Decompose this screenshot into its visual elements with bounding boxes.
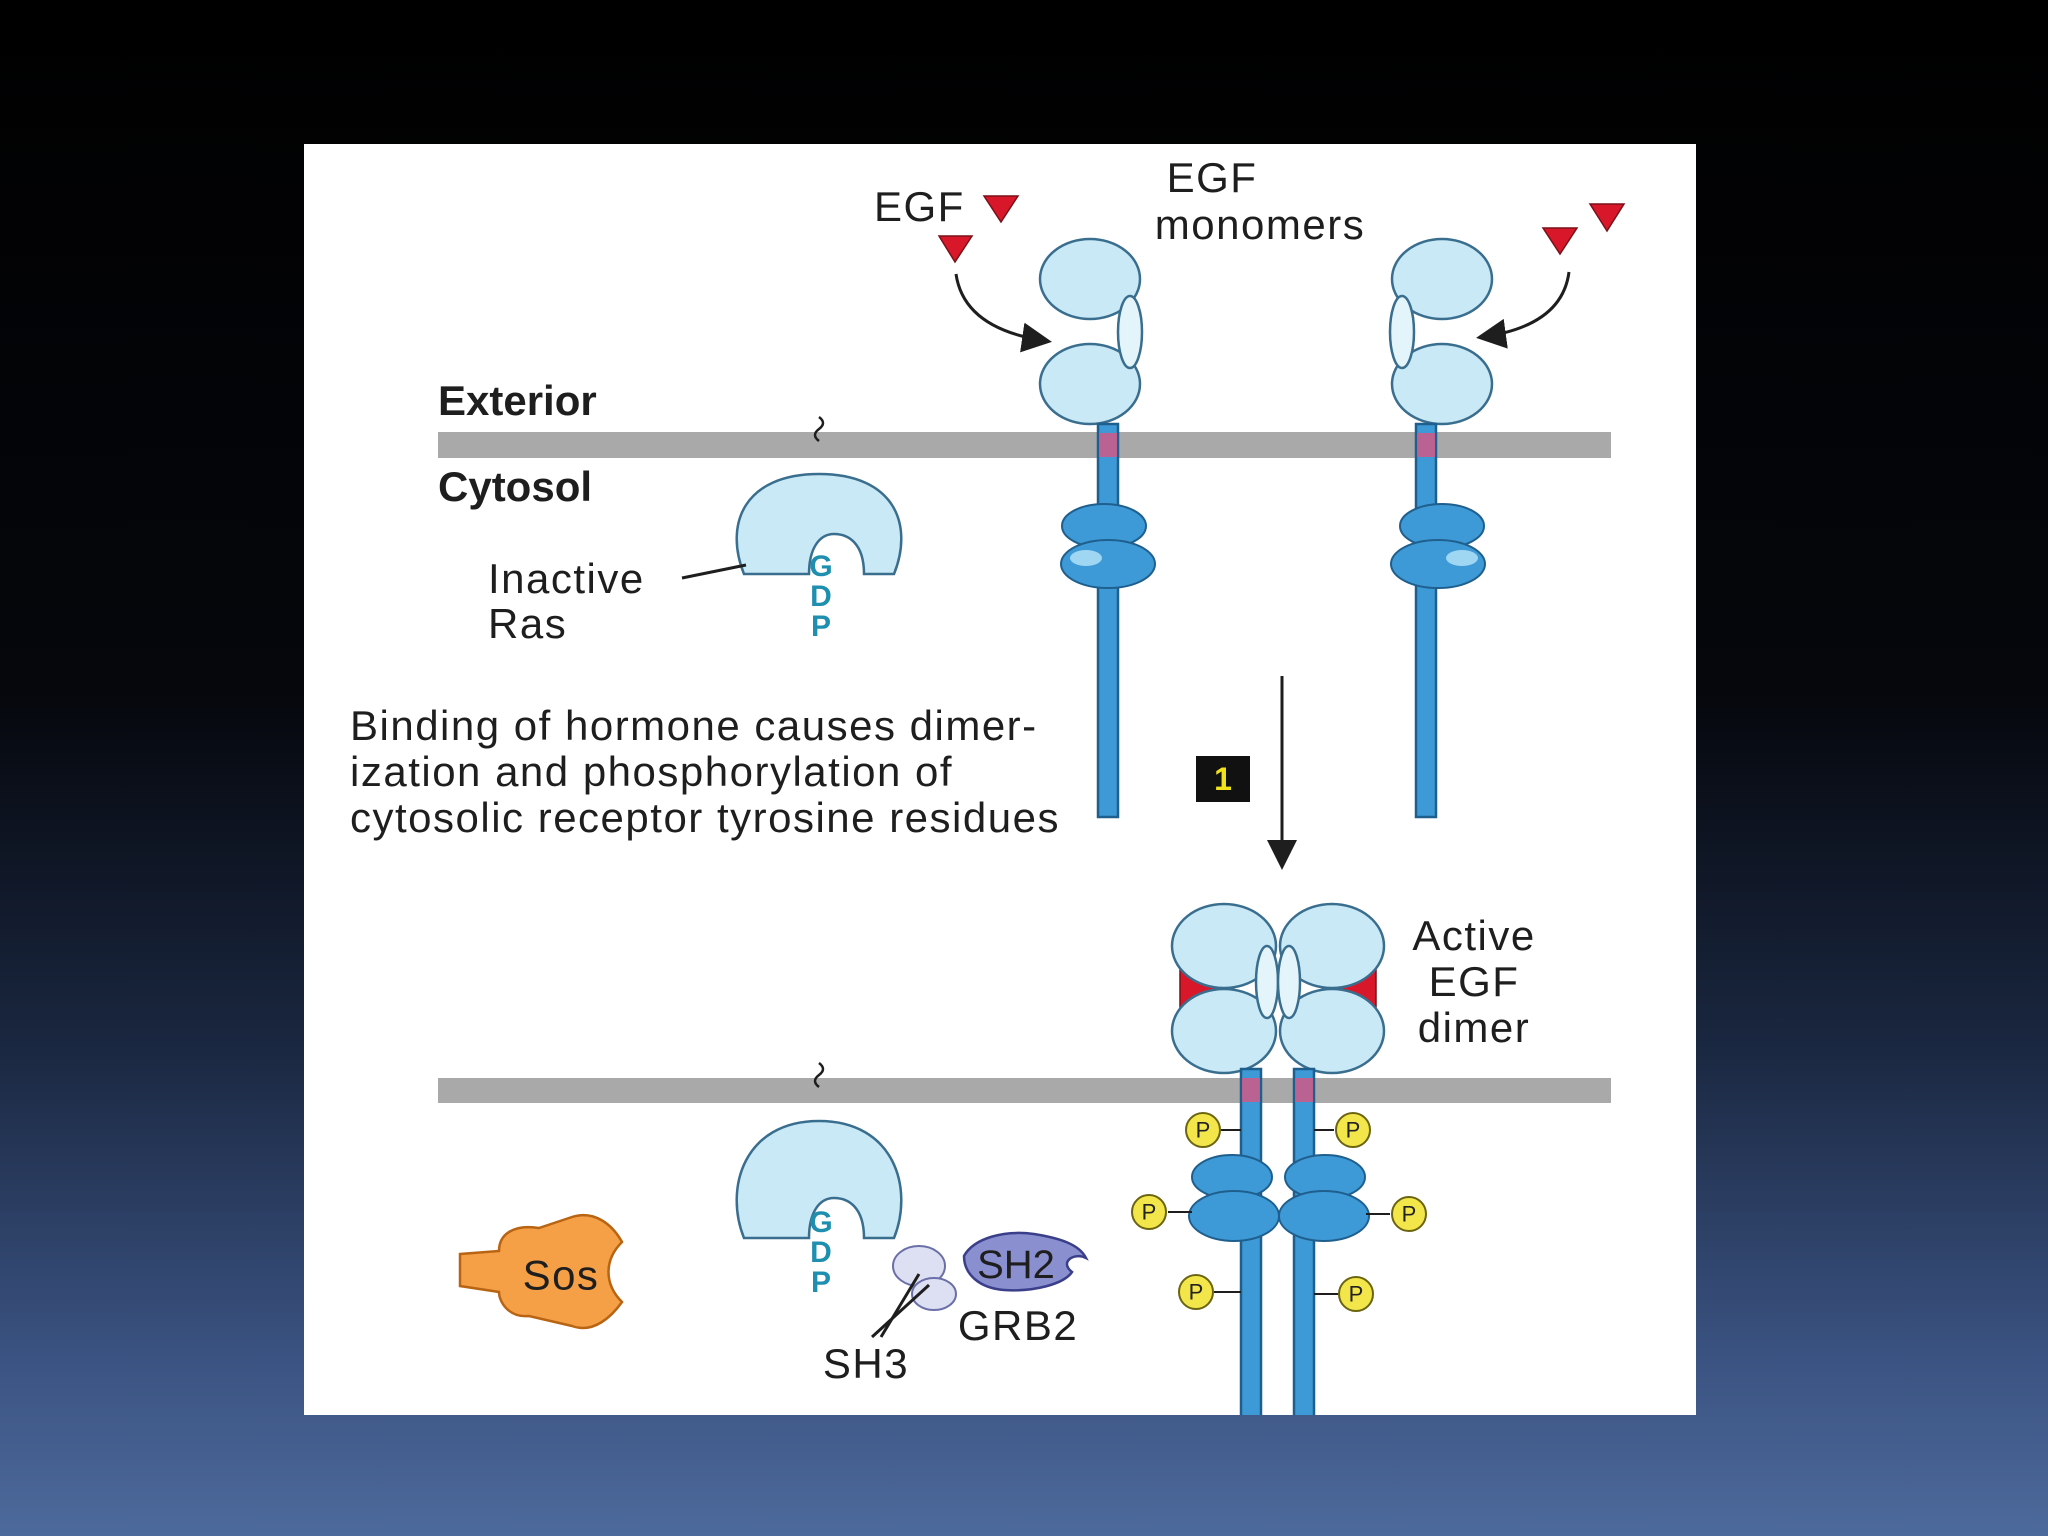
svg-text:P: P (1142, 1200, 1157, 1225)
figure-panel: EGF EGF monomers Exterior Cytosol (304, 144, 1696, 1471)
svg-text:P: P (1196, 1118, 1211, 1143)
active-egf-dimer (1170, 902, 1386, 1471)
egf-monomers-label-line2: monomers (1155, 201, 1365, 248)
egf-receptor-monomer-left (1038, 237, 1156, 819)
gdp-letter-p: P (811, 1266, 831, 1299)
inactive-ras-label-line2: Ras (488, 600, 567, 647)
sos-protein: Sos (458, 1214, 624, 1330)
inactive-ras-top: G D P (681, 416, 903, 643)
gdp-letter-d: D (810, 1236, 832, 1269)
active-dimer-label-line1: Active (1412, 912, 1535, 959)
egf-ligand-triangle (1541, 227, 1579, 256)
sos-label: Sos (523, 1252, 600, 1299)
sh3-label: SH3 (823, 1340, 909, 1387)
phosphate-group: P (1131, 1194, 1192, 1230)
egf-label: EGF (874, 183, 965, 230)
binding-arrow-left (954, 273, 1052, 353)
phosphate-group: P (1314, 1276, 1374, 1312)
sh2-label: SH2 (977, 1243, 1055, 1287)
svg-text:P: P (1189, 1280, 1204, 1305)
step-description-line1: Binding of hormone causes dimer- (350, 702, 1038, 749)
step-number-badge (1196, 756, 1250, 802)
inactive-ras-label-line1: Inactive (488, 555, 645, 602)
cytosol-label: Cytosol (438, 463, 592, 510)
phosphate-group: P (1185, 1112, 1241, 1148)
phosphate-group: P (1178, 1274, 1241, 1310)
gdp-letter-g: G (809, 550, 832, 583)
egf-ligand-triangle (937, 235, 974, 264)
step-description-line2: ization and phosphorylation of (350, 748, 953, 795)
step-description-line3: cytosolic receptor tyrosine residues (350, 794, 1060, 841)
active-dimer-label-line3: dimer (1418, 1004, 1531, 1051)
gdp-letter-p: P (811, 610, 831, 643)
egf-receptor-monomer-right (1388, 237, 1494, 819)
egf-ligand-triangle (982, 195, 1020, 224)
exterior-label: Exterior (438, 377, 597, 424)
egf-ligand-triangle (1588, 203, 1626, 233)
grb2-protein: SH2 (870, 1231, 1089, 1339)
svg-text:P: P (1346, 1118, 1361, 1143)
svg-text:P: P (1402, 1202, 1417, 1227)
svg-text:P: P (1349, 1282, 1364, 1307)
grb2-label: GRB2 (958, 1302, 1078, 1349)
step-number: 1 (1214, 761, 1232, 797)
plasma-membrane-bottom (438, 1078, 1611, 1103)
active-dimer-label-line2: EGF (1429, 958, 1520, 1005)
egf-monomers-label-line1: EGF (1167, 154, 1258, 201)
phosphate-group: P (1366, 1196, 1427, 1232)
gdp-letter-g: G (809, 1206, 832, 1239)
gdp-letter-d: D (810, 580, 832, 613)
inactive-ras-bottom: G D P (735, 1062, 903, 1299)
phosphate-group: P (1314, 1112, 1371, 1148)
binding-arrow-right (1476, 271, 1571, 349)
egf-ras-diagram: EGF EGF monomers Exterior Cytosol (350, 154, 1626, 1471)
